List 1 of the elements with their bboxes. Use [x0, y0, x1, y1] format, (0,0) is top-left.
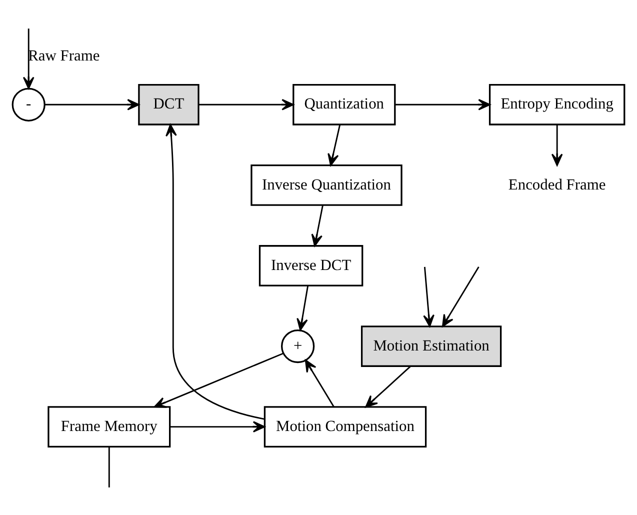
node-text: Encoded Frame	[508, 176, 606, 193]
